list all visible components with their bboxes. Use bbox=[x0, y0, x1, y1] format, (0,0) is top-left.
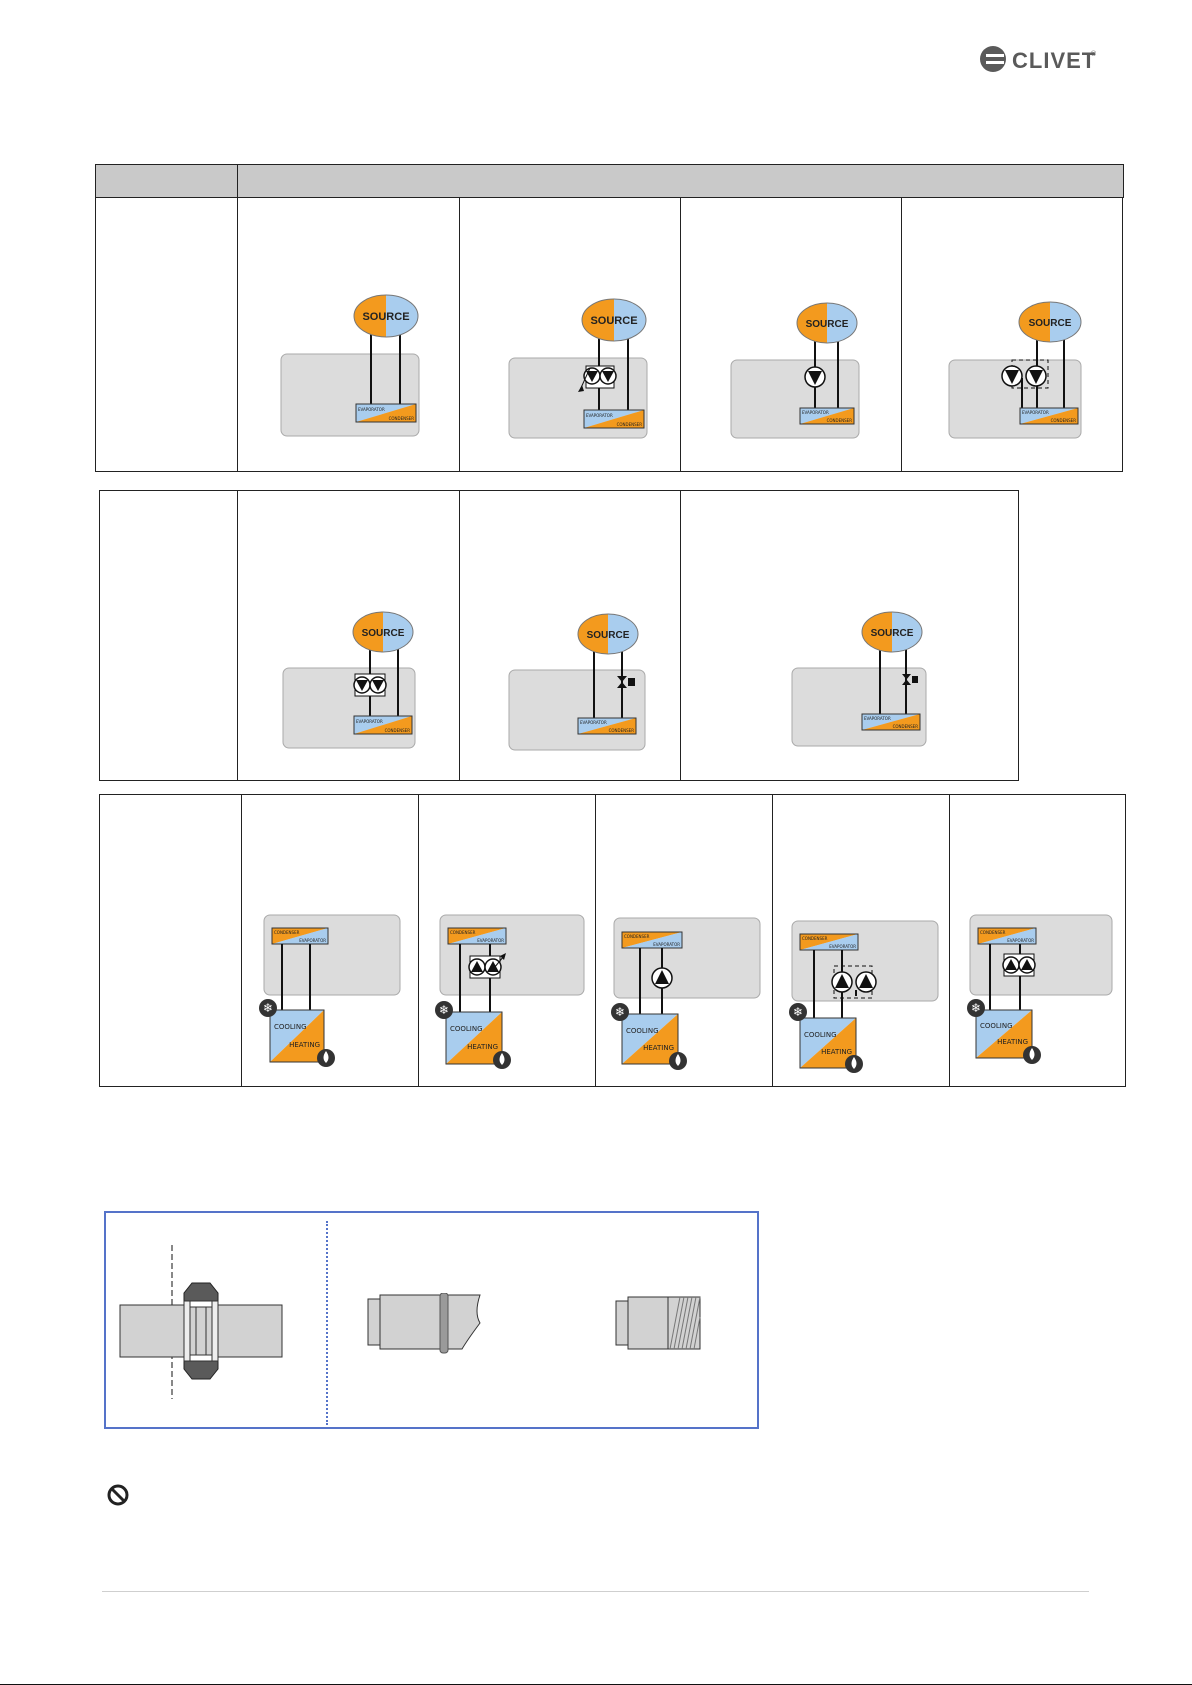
condenser-label: CONDENSER bbox=[980, 930, 1006, 935]
twin-pump-icon bbox=[578, 365, 617, 392]
diagram-twin-pump-secondary: SOURCE EVAPORATOR CONDENSER bbox=[282, 611, 416, 749]
cooling-label: COOLING bbox=[804, 1031, 837, 1039]
condenser-label: CONDENSER bbox=[389, 416, 415, 421]
svg-text:❄: ❄ bbox=[971, 1001, 981, 1015]
condenser-label: CONDENSER bbox=[385, 728, 411, 733]
condenser-label: CONDENSER bbox=[893, 724, 919, 729]
clivet-logo: CLIVET ® bbox=[978, 44, 1098, 78]
footer-divider bbox=[102, 1591, 1089, 1592]
condenser-label: CONDENSER bbox=[624, 934, 650, 939]
heating-label: HEATING bbox=[821, 1048, 852, 1056]
grooved-coupling-icon bbox=[119, 1245, 283, 1399]
water-drop-icon bbox=[845, 1055, 863, 1073]
pump-icon bbox=[804, 366, 826, 388]
diagram-load-twin-pump-2: CONDENSER EVAPORATOR COOLING HEATING ❄ bbox=[967, 914, 1113, 1064]
diagram-load-twin-pump: CONDENSER EVAPORATOR COOLING HEATING ❄ bbox=[789, 920, 939, 1073]
condenser-label: CONDENSER bbox=[274, 930, 300, 935]
cooling-label: COOLING bbox=[274, 1023, 307, 1031]
source-label: SOURCE bbox=[587, 630, 630, 641]
svg-text:❄: ❄ bbox=[439, 1003, 449, 1017]
source-label: SOURCE bbox=[871, 628, 914, 639]
snowflake-icon: ❄ bbox=[789, 1003, 807, 1021]
pump-icon bbox=[651, 967, 673, 989]
condenser-label: CONDENSER bbox=[802, 936, 828, 941]
snowflake-icon: ❄ bbox=[611, 1003, 629, 1021]
condenser-label: CONDENSER bbox=[827, 418, 853, 423]
water-drop-icon bbox=[493, 1051, 511, 1069]
table-2 bbox=[99, 490, 1019, 781]
diagram-load-twin-pump-variable: CONDENSER EVAPORATOR COOLING HEATING ❄ bbox=[435, 914, 585, 1069]
evaporator-label: EVAPORATOR bbox=[586, 413, 613, 418]
dotted-separator bbox=[326, 1221, 328, 1425]
table-1-header-left bbox=[95, 164, 238, 198]
svg-text:❄: ❄ bbox=[263, 1001, 273, 1015]
condenser-label: CONDENSER bbox=[617, 422, 643, 427]
evaporator-label: EVAPORATOR bbox=[829, 944, 856, 949]
evaporator-label: EVAPORATOR bbox=[299, 938, 326, 943]
diagram-direct-source: SOURCE EVAPORATOR CONDENSER bbox=[280, 294, 420, 437]
evaporator-label: EVAPORATOR bbox=[477, 938, 504, 943]
source-label: SOURCE bbox=[806, 319, 849, 330]
cooling-label: COOLING bbox=[450, 1025, 483, 1033]
condenser-label: CONDENSER bbox=[1051, 418, 1077, 423]
water-drop-icon bbox=[317, 1049, 335, 1067]
cooling-label: COOLING bbox=[626, 1027, 659, 1035]
twin-pump-icon bbox=[353, 673, 387, 697]
water-drop-icon bbox=[669, 1052, 687, 1070]
snowflake-icon: ❄ bbox=[259, 999, 277, 1017]
svg-text:❄: ❄ bbox=[615, 1005, 625, 1019]
evaporator-label: EVAPORATOR bbox=[802, 410, 829, 415]
valve-icon bbox=[902, 674, 918, 685]
table-3 bbox=[99, 794, 1126, 1087]
evaporator-label: EVAPORATOR bbox=[653, 942, 680, 947]
threaded-end-icon bbox=[615, 1296, 701, 1350]
table-1-header-right bbox=[237, 164, 1124, 198]
heating-label: HEATING bbox=[997, 1038, 1028, 1046]
heating-label: HEATING bbox=[289, 1041, 320, 1049]
source-label: SOURCE bbox=[1029, 318, 1072, 329]
svg-text:❄: ❄ bbox=[793, 1005, 803, 1019]
prohibited-icon bbox=[107, 1484, 129, 1506]
clivet-logo-mark-icon bbox=[980, 46, 1006, 72]
heating-label: HEATING bbox=[643, 1044, 674, 1052]
diagram-modulating-valve: SOURCE EVAPORATOR CONDENSER bbox=[508, 613, 646, 751]
source-label: SOURCE bbox=[362, 311, 409, 323]
twin-pump-icon bbox=[1002, 953, 1036, 977]
evaporator-label: EVAPORATOR bbox=[580, 720, 607, 725]
diagram-twin-pump-variable: SOURCE EVAPORATOR CONDENSER bbox=[508, 298, 648, 439]
condenser-label: CONDENSER bbox=[609, 728, 635, 733]
water-drop-icon bbox=[1023, 1046, 1041, 1064]
source-label: SOURCE bbox=[590, 315, 637, 327]
logo-registered-mark: ® bbox=[1090, 50, 1097, 58]
diagram-twin-pump: SOURCE EVAPORATOR CONDENSER bbox=[948, 301, 1082, 439]
twin-pump-icon bbox=[1001, 359, 1049, 389]
source-label: SOURCE bbox=[362, 628, 405, 639]
evaporator-label: EVAPORATOR bbox=[1022, 410, 1049, 415]
snowflake-icon: ❄ bbox=[967, 999, 985, 1017]
twin-pump-icon bbox=[468, 953, 506, 979]
evaporator-label: EVAPORATOR bbox=[356, 719, 383, 724]
evaporator-label: EVAPORATOR bbox=[1007, 938, 1034, 943]
pipe-fittings-panel bbox=[104, 1211, 759, 1429]
table-1 bbox=[95, 164, 1124, 472]
condenser-label: CONDENSER bbox=[450, 930, 476, 935]
snowflake-icon: ❄ bbox=[435, 1001, 453, 1019]
logo-text: CLIVET bbox=[1012, 48, 1097, 73]
diagram-single-pump: SOURCE EVAPORATOR CONDENSER bbox=[730, 302, 860, 439]
evaporator-label: EVAPORATOR bbox=[864, 716, 891, 721]
valve-icon bbox=[617, 676, 635, 688]
welded-end-icon bbox=[367, 1293, 481, 1354]
diagram-load-single-pump: CONDENSER EVAPORATOR COOLING HEATING ❄ bbox=[611, 917, 761, 1070]
twin-pump-icon bbox=[831, 965, 877, 999]
evaporator-label: EVAPORATOR bbox=[358, 407, 385, 412]
heating-label: HEATING bbox=[467, 1043, 498, 1051]
diagram-load-direct: CONDENSER EVAPORATOR COOLING HEATING ❄ bbox=[259, 914, 401, 1067]
diagram-modulating-valve-2: SOURCE EVAPORATOR CONDENSER bbox=[791, 611, 927, 747]
cooling-label: COOLING bbox=[980, 1022, 1013, 1030]
